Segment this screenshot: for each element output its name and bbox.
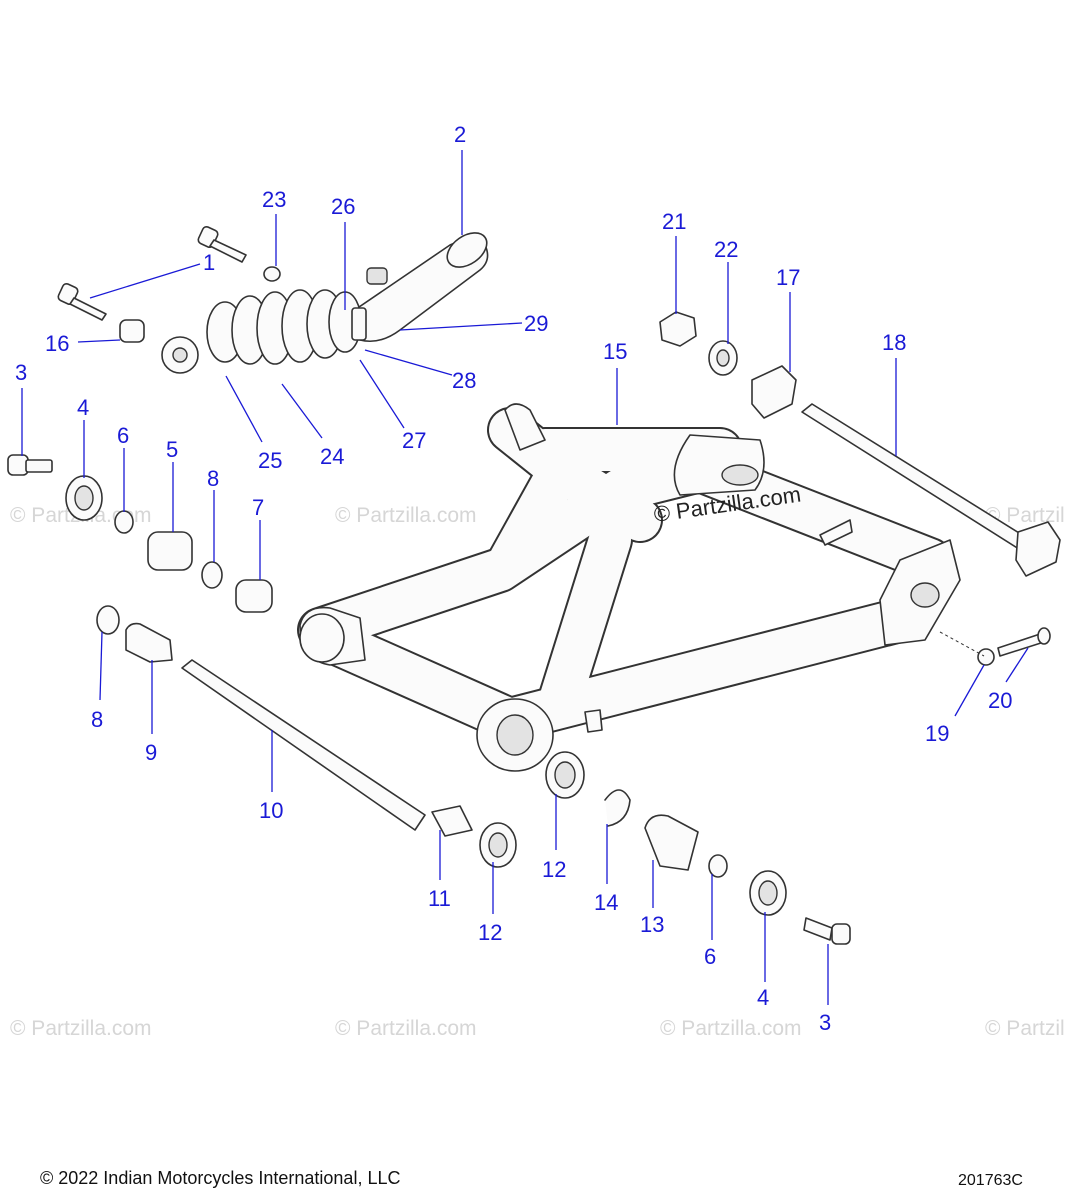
callout-6-left: 6 [117, 423, 129, 448]
callout-4-right: 4 [757, 985, 769, 1010]
shock-adjuster-knob [366, 267, 388, 285]
bolt-3-left [7, 454, 53, 476]
watermark-text: © Partzilla.com [335, 1017, 477, 1040]
callout-15: 15 [603, 339, 627, 364]
callout-3-right: 3 [819, 1010, 831, 1035]
pivot-shaft-10 [181, 659, 426, 831]
callout-14: 14 [594, 890, 618, 915]
rear-axle-hole [910, 582, 940, 608]
callout-5: 5 [166, 437, 178, 462]
diagram-reference-code: 201763C [958, 1172, 1023, 1189]
shock-reservoir-end [446, 232, 488, 268]
watermark-text: © Partzilla.com [10, 1017, 152, 1040]
bolt-20 [997, 633, 1045, 657]
bolt-20-head [1037, 627, 1051, 645]
callout-10: 10 [259, 798, 283, 823]
washer-6-right [708, 854, 728, 878]
washer-23 [263, 266, 281, 282]
adjuster-block-17 [751, 365, 797, 419]
nut-4-right-hole [758, 880, 778, 906]
watermark-text: © Partzilla.com [660, 1017, 802, 1040]
callout-13: 13 [640, 912, 664, 937]
shock-lower-eye-hole [172, 347, 188, 363]
swingarm [297, 403, 961, 772]
bushing-11 [431, 805, 473, 837]
bushing-7 [235, 579, 273, 613]
callout-28: 28 [452, 368, 476, 393]
watermark-text: © Partzilla.com [335, 504, 477, 527]
assembly-dash-line [939, 631, 985, 657]
bolt-1a [57, 282, 107, 321]
lower-tab [584, 709, 603, 733]
ring-8-top [201, 561, 223, 589]
callout-8-bottom: 8 [91, 707, 103, 732]
callout-4-left: 4 [77, 395, 89, 420]
leader-lines [21, 150, 1029, 1005]
callout-17: 17 [776, 265, 800, 290]
copyright-notice: © 2022 Indian Motorcycles International,… [40, 1168, 401, 1188]
bearing-12-upper-hole [554, 761, 576, 789]
bushing-16 [119, 319, 145, 343]
sleeve-13 [644, 814, 699, 871]
callout-19: 19 [925, 721, 949, 746]
callout-23: 23 [262, 187, 286, 212]
callout-12-upper: 12 [542, 857, 566, 882]
callout-8-top: 8 [207, 466, 219, 491]
callout-27: 27 [402, 428, 426, 453]
nut-21 [659, 311, 697, 347]
shock-link-slot [721, 464, 759, 486]
brake-stay-tab [819, 519, 853, 546]
callout-18: 18 [882, 330, 906, 355]
callout-3-left: 3 [15, 360, 27, 385]
callout-29: 29 [524, 311, 548, 336]
watermark-text: © Partzilla.com [985, 1017, 1066, 1040]
callout-labels: 1 2 3 4 6 5 8 7 8 9 10 11 12 12 14 13 6 … [15, 122, 1012, 1035]
axle-18-block [1015, 521, 1061, 577]
swingarm-front-bore-inner [496, 714, 534, 756]
bearing-12-lower-hole [488, 832, 508, 858]
shock-link-housing [673, 434, 765, 496]
nut-4-left-hole [74, 485, 94, 511]
bushing-5 [147, 531, 193, 571]
nut-19 [977, 648, 995, 666]
callout-26: 26 [331, 194, 355, 219]
callout-6-right: 6 [704, 944, 716, 969]
callout-7: 7 [252, 495, 264, 520]
callout-2: 2 [454, 122, 466, 147]
washer-22-hole [716, 349, 730, 367]
callout-21: 21 [662, 209, 686, 234]
callout-9: 9 [145, 740, 157, 765]
bolt-1b [197, 225, 247, 263]
shock-mount-bracket [504, 403, 546, 451]
washer-6-left [114, 510, 134, 534]
bolt-3-right [803, 917, 851, 945]
shock-preload-collar [351, 307, 367, 341]
circlip-14 [604, 789, 631, 827]
callout-16: 16 [45, 331, 69, 356]
swingarm-front-bore-upper [299, 613, 345, 663]
callout-22: 22 [714, 237, 738, 262]
watermark-layer: © Partzilla.com © Partzilla.com © Partzi… [10, 504, 1066, 1040]
callout-11: 11 [428, 886, 451, 911]
callout-25: 25 [258, 448, 282, 473]
shock-absorber [161, 232, 489, 374]
watermark-text: © Partzilla.com [985, 504, 1066, 527]
ring-8-bottom [96, 605, 120, 635]
bushing-9 [125, 622, 173, 663]
callout-12-lower: 12 [478, 920, 502, 945]
shock-spring [206, 289, 362, 365]
hardware [7, 225, 1061, 945]
callout-20: 20 [988, 688, 1012, 713]
callout-24: 24 [320, 444, 344, 469]
callout-1: 1 [203, 250, 215, 275]
